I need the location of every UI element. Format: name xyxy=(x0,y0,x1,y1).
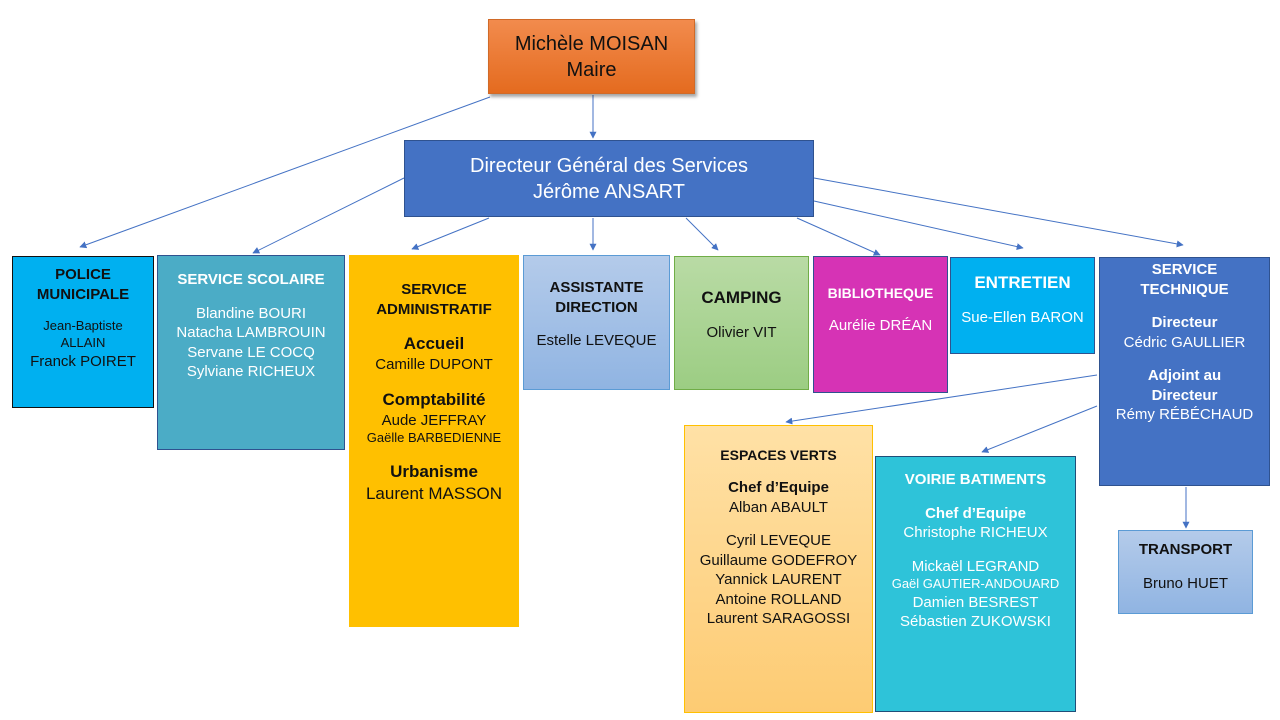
admin-title-line-1: SERVICE xyxy=(401,281,467,298)
police-staff-name: Jean-Baptiste xyxy=(43,318,123,333)
mayor-role: Maire xyxy=(566,58,617,81)
assistante-title-line-2: DIRECTION xyxy=(555,298,638,316)
entretien-box: ENTRETIEN Sue-Ellen BARON xyxy=(950,257,1095,354)
espaces-verts-chef-name: Alban ABAULT xyxy=(729,498,828,516)
technique-deputy-name: Rémy RÉBÉCHAUD xyxy=(1115,406,1254,423)
bibliotheque-staff-name: Aurélie DRÉAN xyxy=(828,317,933,335)
admin-section-urbanisme: Urbanisme xyxy=(390,462,478,482)
entretien-title: ENTRETIEN xyxy=(974,273,1071,292)
scolaire-title: SERVICE SCOLAIRE xyxy=(177,271,325,288)
technique-title-line-1: SERVICE xyxy=(1151,261,1218,278)
technique-deputy-label-line-1: Adjoint au xyxy=(1147,367,1222,384)
technique-director-name: Cédric GAULLIER xyxy=(1123,333,1246,351)
espaces-verts-title: ESPACES VERTS xyxy=(720,447,837,463)
transport-staff-name: Bruno HUET xyxy=(1142,574,1229,592)
connector-dgs-entretien xyxy=(813,200,1024,251)
bibliotheque-box: BIBLIOTHEQUE Aurélie DRÉAN xyxy=(813,256,948,393)
entretien-staff-name: Sue-Ellen BARON xyxy=(961,309,1084,327)
technique-director-label: Directeur xyxy=(1151,314,1218,331)
assistante-title-line-1: ASSISTANTE xyxy=(549,279,644,296)
technique-title-line-2: TECHNIQUE xyxy=(1140,280,1229,298)
bibliotheque-title: BIBLIOTHEQUE xyxy=(827,285,934,301)
assistante-direction-box: ASSISTANTE DIRECTION Estelle LEVEQUE xyxy=(523,255,670,390)
connector-dgs-technique xyxy=(813,177,1184,248)
scolaire-staff-name: Sylviane RICHEUX xyxy=(186,363,316,380)
mayor-name: Michèle MOISAN xyxy=(514,32,669,55)
connector-technique-voirie xyxy=(981,405,1098,453)
technique-deputy-label-line-2: Directeur xyxy=(1151,386,1218,404)
assistante-staff-name: Estelle LEVEQUE xyxy=(536,332,657,349)
voirie-chef-name: Christophe RICHEUX xyxy=(903,524,1048,541)
police-municipale-box: POLICE MUNICIPALE Jean-Baptiste ALLAIN F… xyxy=(12,256,154,408)
transport-box: TRANSPORT Bruno HUET xyxy=(1118,530,1253,614)
camping-title: CAMPING xyxy=(701,288,782,307)
voirie-staff-name: Mickaël LEGRAND xyxy=(911,557,1040,575)
admin-title-line-2: ADMINISTRATIF xyxy=(376,300,492,318)
connector-dgs-camping xyxy=(685,217,719,251)
transport-title: TRANSPORT xyxy=(1138,541,1233,558)
camping-box: CAMPING Olivier VIT xyxy=(674,256,809,390)
police-staff-name: Franck POIRET xyxy=(30,352,136,370)
espaces-verts-staff-name: Cyril LEVEQUE xyxy=(725,532,832,550)
voirie-staff-name: Sébastien ZUKOWSKI xyxy=(900,613,1051,631)
connector-dgs-scolaire xyxy=(252,177,405,254)
service-technique-box: SERVICE TECHNIQUE Directeur Cédric GAULL… xyxy=(1099,257,1270,486)
espaces-verts-staff-name: Laurent SARAGOSSI xyxy=(706,610,851,628)
espaces-verts-staff-name: Yannick LAURENT xyxy=(715,571,842,589)
connector-dgs-admin xyxy=(411,217,490,250)
connector-dgs-bibliotheque xyxy=(796,217,881,256)
dgs-name: Jérôme ANSART xyxy=(533,180,685,203)
police-title-line-1: POLICE xyxy=(55,266,111,283)
camping-staff-name: Olivier VIT xyxy=(706,324,777,342)
dgs-box: Directeur Général des Services Jérôme AN… xyxy=(404,140,814,217)
admin-staff-name: Aude JEFFRAY xyxy=(381,411,487,429)
espaces-verts-staff-name: Antoine ROLLAND xyxy=(715,590,842,608)
voirie-chef-label: Chef d’Equipe xyxy=(925,504,1026,522)
admin-staff-name: Camille DUPONT xyxy=(375,356,493,374)
admin-section-comptabilite: Comptabilité xyxy=(382,389,486,409)
service-administratif-box: SERVICE ADMINISTRATIF Accueil Camille DU… xyxy=(349,255,519,627)
scolaire-staff-name: Blandine BOURI xyxy=(195,304,307,322)
police-staff-name: ALLAIN xyxy=(60,334,106,350)
police-title-line-2: MUNICIPALE xyxy=(36,285,130,303)
admin-staff-name: Laurent MASSON xyxy=(365,484,503,504)
admin-staff-name: Gaëlle BARBEDIENNE xyxy=(366,430,502,446)
voirie-staff-name: Gaël GAUTIER-ANDOUARD xyxy=(891,576,1060,591)
voirie-title: VOIRIE BATIMENTS xyxy=(904,471,1047,488)
espaces-verts-staff-name: Guillaume GODEFROY xyxy=(699,551,858,569)
espaces-verts-chef-label: Chef d’Equipe xyxy=(728,479,829,497)
admin-section-accueil: Accueil xyxy=(403,334,465,353)
scolaire-staff-name: Servane LE COCQ xyxy=(187,343,315,361)
dgs-role: Directeur Général des Services xyxy=(470,154,748,177)
service-scolaire-box: SERVICE SCOLAIRE Blandine BOURI Natacha … xyxy=(157,255,345,450)
voirie-batiments-box: VOIRIE BATIMENTS Chef d’Equipe Christoph… xyxy=(875,456,1076,712)
espaces-verts-box: ESPACES VERTS Chef d’Equipe Alban ABAULT… xyxy=(684,425,873,713)
scolaire-staff-name: Natacha LAMBROUIN xyxy=(176,324,326,341)
voirie-staff-name: Damien BESREST xyxy=(912,593,1039,611)
mayor-box: Michèle MOISAN Maire xyxy=(488,19,695,94)
